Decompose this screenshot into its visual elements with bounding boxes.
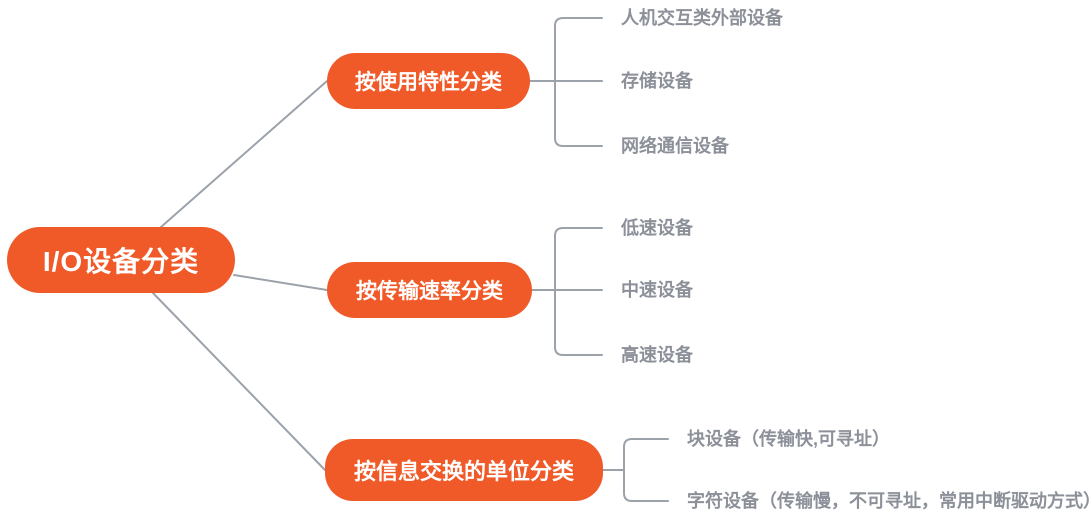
leaf-node-high-speed-device[interactable]: 高速设备 <box>621 345 693 365</box>
branch-node-by-transfer-rate[interactable]: 按传输速率分类 <box>327 262 532 318</box>
branch-node-by-usage-characteristic[interactable]: 按使用特性分类 <box>327 53 530 109</box>
root-node-io-device-classification[interactable]: I/O设备分类 <box>7 227 235 293</box>
bracket-branch3 <box>623 438 669 502</box>
leaf-node-network-communication-device[interactable]: 网络通信设备 <box>621 136 729 156</box>
leaf-node-storage-device[interactable]: 存储设备 <box>621 71 693 91</box>
bracket-branch2 <box>554 227 603 356</box>
leaf-node-character-device[interactable]: 字符设备（传输慢，不可寻址，常用中断驱动方式） <box>687 491 1089 511</box>
connector-root-to-branch1 <box>160 80 328 228</box>
connector-root-to-branch3 <box>152 292 326 471</box>
leaf-node-block-device[interactable]: 块设备（传输快,可寻址） <box>687 429 890 449</box>
branch-node-by-information-exchange-unit[interactable]: 按信息交换的单位分类 <box>325 439 603 501</box>
leaf-node-medium-speed-device[interactable]: 中速设备 <box>621 280 693 300</box>
bracket-branch1 <box>554 17 603 147</box>
leaf-node-low-speed-device[interactable]: 低速设备 <box>621 218 693 238</box>
leaf-node-human-interaction-external-device[interactable]: 人机交互类外部设备 <box>621 8 783 28</box>
connector-root-to-branch2 <box>233 274 328 291</box>
